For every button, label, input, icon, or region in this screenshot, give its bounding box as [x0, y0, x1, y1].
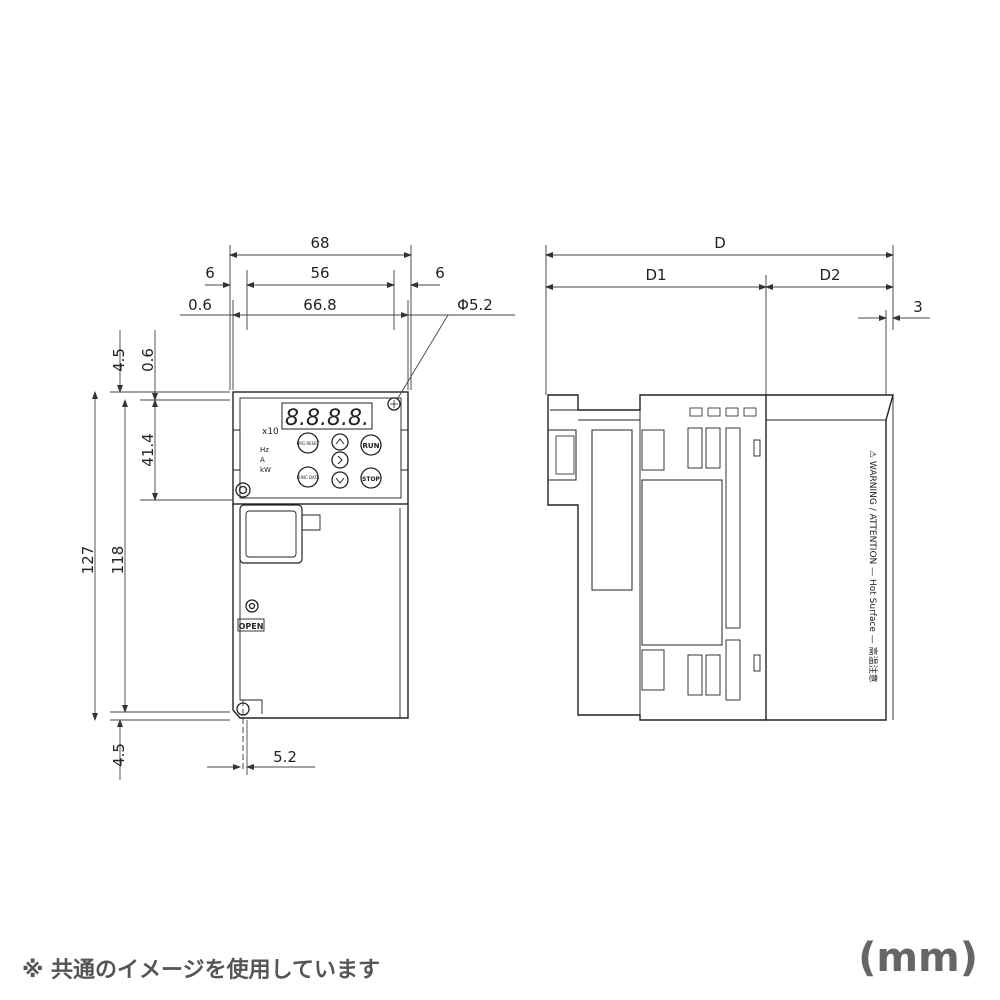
dim-bottom-hole: 5.2	[273, 748, 297, 766]
hz-label: Hz	[260, 446, 269, 454]
panel-display: 8.8.8.8.	[285, 406, 369, 431]
dim-inner-width: 66.8	[303, 296, 336, 314]
unit-label: (mm)	[858, 935, 978, 981]
func-button-label: FUNC DATA	[297, 475, 320, 480]
dim-mid: 56	[310, 264, 329, 282]
dim-top-margin: 4.5	[110, 348, 128, 372]
stop-button-label: STOP	[362, 476, 381, 483]
dim-bottom-margin: 4.5	[110, 743, 128, 767]
dim-panel-height: 41.4	[139, 433, 157, 466]
footer-note: ※ 共通のイメージを使用しています	[22, 958, 380, 983]
dim-hole-dia: Φ5.2	[457, 296, 493, 314]
dim-side-right: 6	[435, 264, 445, 282]
side-view	[545, 245, 894, 721]
dim-side-left: 6	[205, 264, 215, 282]
side-dimensions	[545, 252, 930, 321]
dim-fin: 3	[913, 298, 923, 316]
run-button-label: RUN	[363, 442, 380, 450]
a-label: A	[260, 456, 265, 464]
dim-offset: 0.6	[188, 296, 212, 314]
kw-label: kW	[260, 466, 271, 474]
dim-depth-1: D1	[645, 266, 666, 284]
prg-button-label: PRG RESET	[297, 441, 320, 446]
dim-width-total: 68	[310, 234, 329, 252]
dim-height-total: 127	[79, 546, 97, 575]
front-view	[229, 245, 412, 770]
warning-label: ⚠ WARNING / ATTENTION — Hot Surface — 高温…	[867, 450, 879, 683]
dim-height-inner: 118	[109, 546, 127, 575]
dim-depth-2: D2	[819, 266, 840, 284]
open-label: OPEN	[239, 622, 264, 631]
dim-top-offset: 0.6	[139, 348, 157, 372]
dim-depth-total: D	[714, 234, 726, 252]
front-dimensions	[92, 252, 515, 780]
x10-label: x10	[262, 427, 279, 437]
